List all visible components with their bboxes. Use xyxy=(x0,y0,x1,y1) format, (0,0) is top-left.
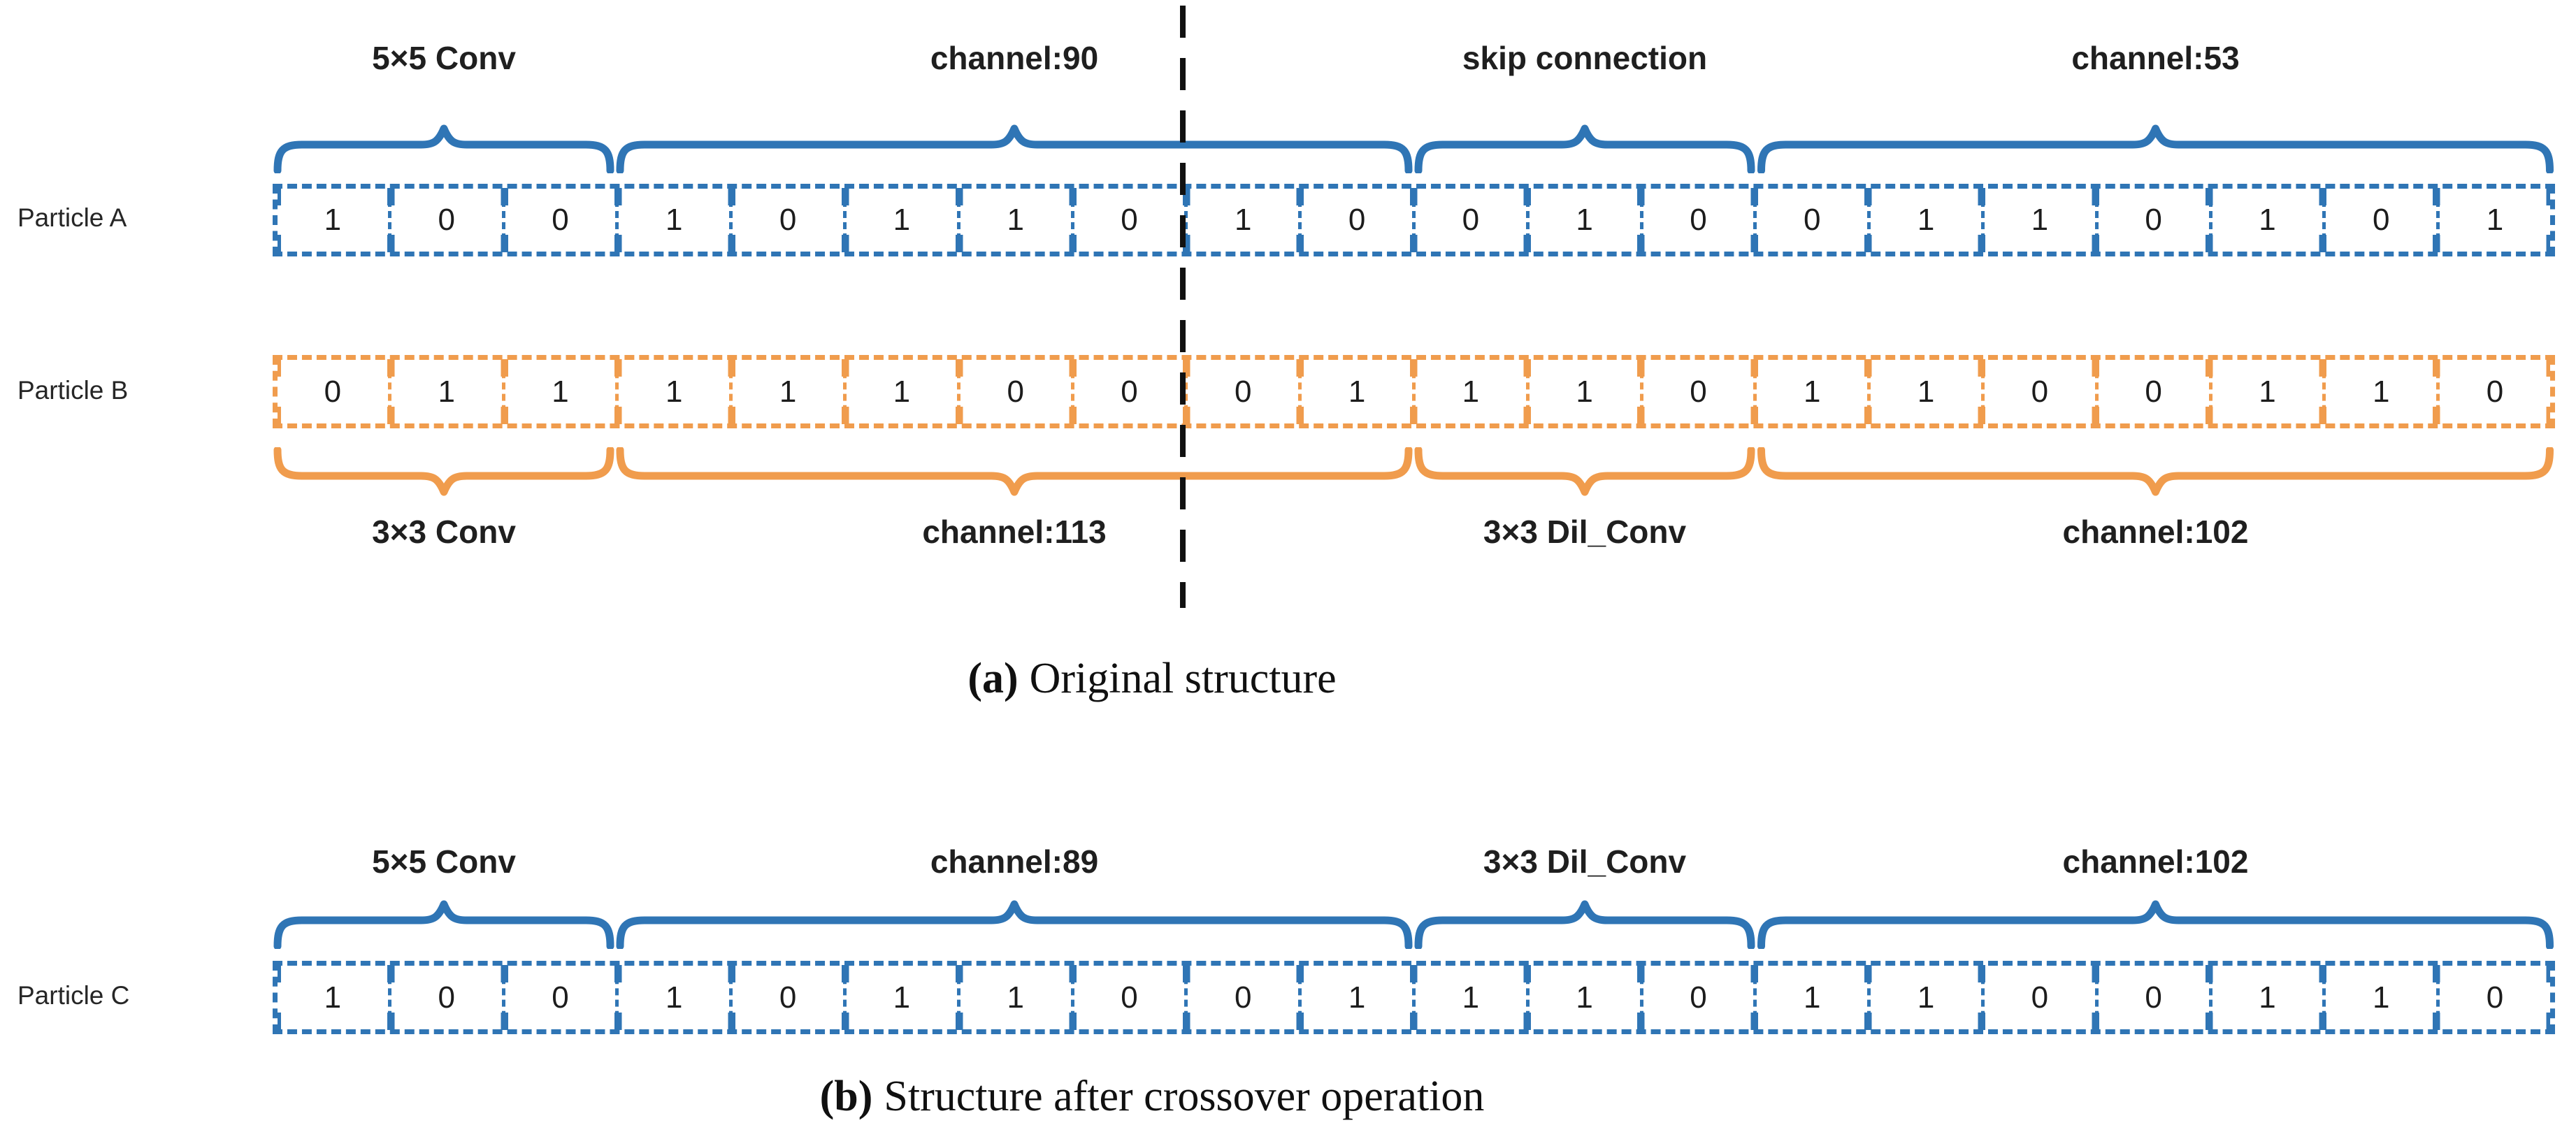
particle-b-label: Particle B xyxy=(17,376,129,405)
brace-up-icon xyxy=(1757,900,2554,949)
bit-cell: 1 xyxy=(842,966,957,1029)
caption-a-tag: (a) xyxy=(967,655,1019,702)
particle-b-bit-row: 0 1 1 1 1 1 0 0 0 1 1 1 0 1 1 0 0 1 1 0 xyxy=(273,355,2555,428)
bit-cell: 0 xyxy=(1411,189,1526,252)
bit-cell: 0 xyxy=(2322,189,2436,252)
particle-b-group-label-3: 3×3 Dil_Conv xyxy=(1483,514,1687,550)
particle-a-group-label-1: 5×5 Conv xyxy=(372,40,516,76)
particle-a-group-label-2: channel:90 xyxy=(930,40,1099,76)
bit-cell: 0 xyxy=(324,374,342,409)
bit-cell: 0 xyxy=(1070,360,1185,423)
bit-cell: 1 xyxy=(1184,189,1298,252)
bit-cell: 1 xyxy=(324,203,342,237)
particle-c-group-label-4: channel:102 xyxy=(2062,843,2249,880)
bit-cell: 1 xyxy=(1298,360,1412,423)
bit-cell: 1 xyxy=(1980,189,2095,252)
bit-cell: 1 xyxy=(2208,966,2323,1029)
bit-cell: 1 xyxy=(1411,966,1526,1029)
caption-b: (b)Structure after crossover operation xyxy=(0,1072,2304,1122)
bit-cell: 1 xyxy=(1525,360,1640,423)
brace-up-icon xyxy=(616,900,1413,949)
brace-down-icon xyxy=(273,447,614,496)
bit-cell: 1 xyxy=(729,360,843,423)
bit-cell: 1 xyxy=(1298,966,1412,1029)
bit-cell: 0 xyxy=(729,966,843,1029)
caption-a-text: Original structure xyxy=(1029,655,1337,702)
bit-cell: 1 xyxy=(2322,360,2436,423)
bit-cell: 1 xyxy=(842,189,957,252)
bit-cell: 1 xyxy=(2322,966,2436,1029)
bit-cell: 0 xyxy=(2436,360,2550,423)
bit-cell: 1 xyxy=(1411,360,1526,423)
caption-b-text: Structure after crossover operation xyxy=(884,1073,1485,1120)
brace-up-icon xyxy=(273,124,614,173)
particle-a-group-label-4: channel:53 xyxy=(2071,40,2240,76)
bit-cell: 1 xyxy=(1753,966,1867,1029)
particle-a-group-label-3: skip connection xyxy=(1462,40,1708,76)
bit-cell: 0 xyxy=(1980,360,2095,423)
brace-up-icon xyxy=(616,124,1413,173)
particle-a-label: Particle A xyxy=(17,203,127,232)
particle-b-group-label-1: 3×3 Conv xyxy=(372,514,516,550)
particle-b-group-label-4: channel:102 xyxy=(2062,514,2249,550)
bit-cell: 0 xyxy=(2094,966,2209,1029)
bit-cell: 0 xyxy=(1980,966,2095,1029)
brace-up-icon xyxy=(1757,124,2554,173)
particle-c-group-label-2: channel:89 xyxy=(930,843,1099,880)
bit-cell: 1 xyxy=(1525,966,1640,1029)
bit-cell: 0 xyxy=(1298,189,1412,252)
bit-cell: 0 xyxy=(387,189,502,252)
bit-cell: 0 xyxy=(729,189,843,252)
bit-cell: 1 xyxy=(2208,189,2323,252)
particle-c-bit-row: 1 0 0 1 0 1 1 0 0 1 1 1 0 1 1 0 0 1 1 0 xyxy=(273,961,2555,1034)
particle-b-group-label-2: channel:113 xyxy=(922,514,1107,550)
bit-cell: 0 xyxy=(2094,189,2209,252)
bit-cell: 1 xyxy=(956,966,1071,1029)
bit-cell: 0 xyxy=(1070,189,1185,252)
bit-cell: 1 xyxy=(615,360,729,423)
particle-a-bit-row: 1 0 0 1 0 1 1 0 1 0 0 1 0 0 1 1 0 1 0 1 xyxy=(273,184,2555,256)
bit-cell: 0 xyxy=(1753,189,1867,252)
bit-cell: 1 xyxy=(2208,360,2323,423)
bit-cell: 0 xyxy=(1639,966,1754,1029)
bit-cell: 1 xyxy=(501,360,616,423)
brace-down-icon xyxy=(1757,447,2554,496)
crossover-point-line xyxy=(1180,6,1186,608)
bit-cell: 1 xyxy=(1867,360,1981,423)
bit-cell: 1 xyxy=(1867,189,1981,252)
bit-cell: 0 xyxy=(1639,360,1754,423)
bit-cell: 0 xyxy=(956,360,1071,423)
bit-cell: 1 xyxy=(2436,189,2550,252)
particle-c-group-label-1: 5×5 Conv xyxy=(372,843,516,880)
bit-cell: 0 xyxy=(1184,360,1298,423)
bit-cell: 1 xyxy=(615,966,729,1029)
bit-cell: 0 xyxy=(1184,966,1298,1029)
bit-cell: 0 xyxy=(2436,966,2550,1029)
caption-a: (a)Original structure xyxy=(0,654,2304,704)
caption-b-tag: (b) xyxy=(819,1073,873,1120)
bit-cell: 0 xyxy=(2094,360,2209,423)
brace-down-icon xyxy=(616,447,1413,496)
brace-up-icon xyxy=(1414,900,1755,949)
bit-cell: 0 xyxy=(501,189,616,252)
bit-cell: 1 xyxy=(1753,360,1867,423)
bit-cell: 0 xyxy=(1639,189,1754,252)
particle-c-group-label-3: 3×3 Dil_Conv xyxy=(1483,843,1687,880)
brace-up-icon xyxy=(1414,124,1755,173)
brace-down-icon xyxy=(1414,447,1755,496)
particle-c-label: Particle C xyxy=(17,981,130,1010)
bit-cell: 1 xyxy=(1867,966,1981,1029)
bit-cell: 1 xyxy=(324,980,342,1015)
bit-cell: 1 xyxy=(956,189,1071,252)
bit-cell: 0 xyxy=(501,966,616,1029)
bit-cell: 1 xyxy=(842,360,957,423)
brace-up-icon xyxy=(273,900,614,949)
bit-cell: 0 xyxy=(1070,966,1185,1029)
bit-cell: 1 xyxy=(1525,189,1640,252)
bit-cell: 0 xyxy=(387,966,502,1029)
bit-cell: 1 xyxy=(615,189,729,252)
bit-cell: 1 xyxy=(387,360,502,423)
